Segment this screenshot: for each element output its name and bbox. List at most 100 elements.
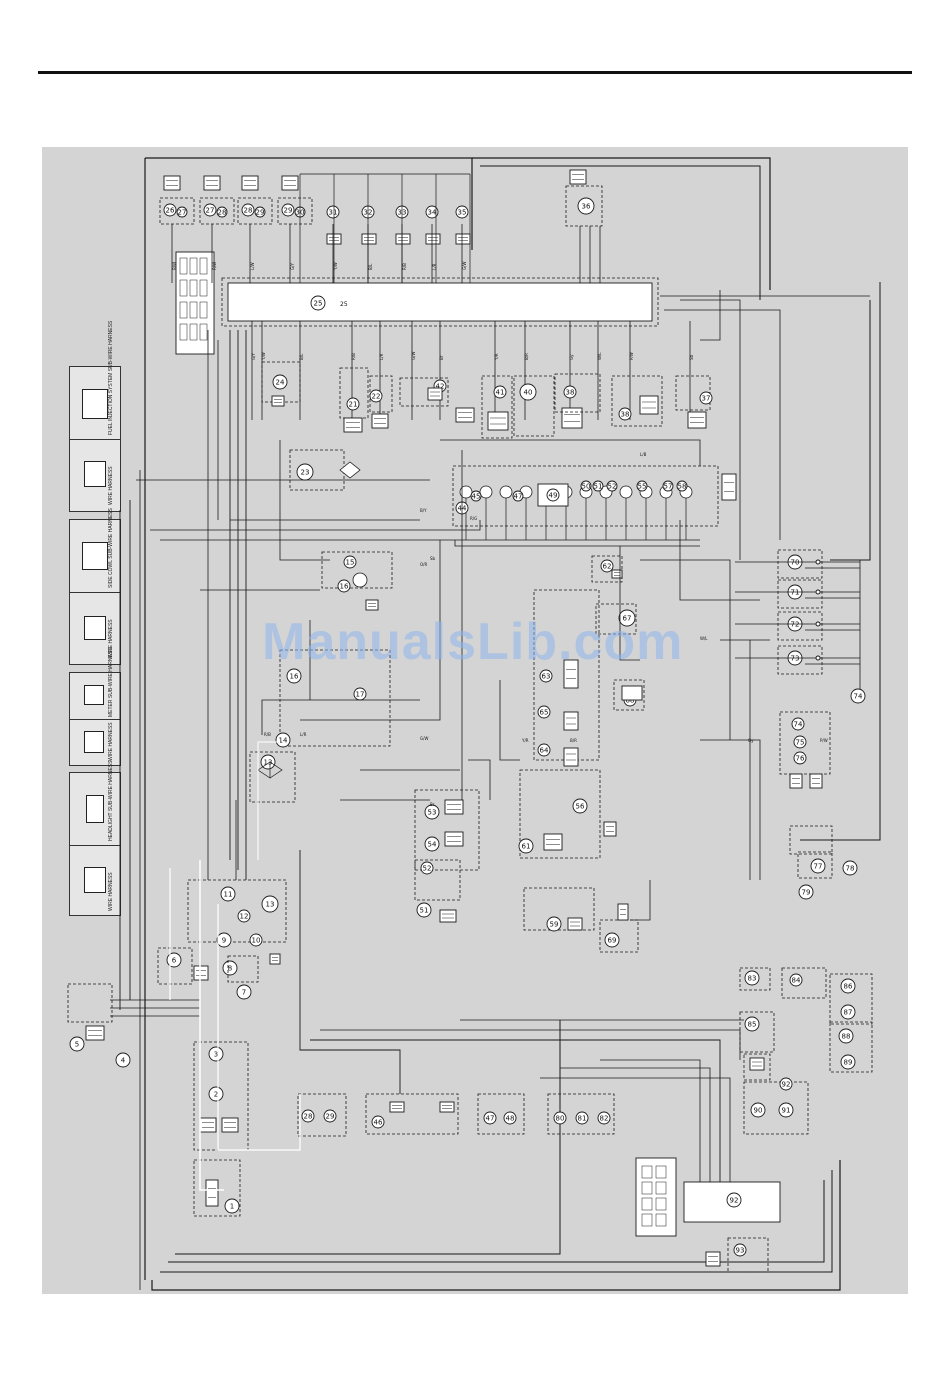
component-number-label: 23 bbox=[301, 469, 310, 477]
connector-icon bbox=[444, 799, 464, 815]
wire bbox=[664, 309, 781, 540]
component-dashed-box bbox=[777, 611, 823, 641]
component-number-label: 27 bbox=[178, 209, 187, 217]
wire bbox=[679, 520, 760, 601]
wire-color-code: L/W bbox=[250, 262, 255, 270]
component-number-circle bbox=[323, 1109, 337, 1123]
component-number-circle bbox=[203, 203, 217, 217]
wire bbox=[261, 699, 420, 735]
wire-color-code: B/L bbox=[368, 263, 373, 270]
ecu-connector-pin bbox=[179, 301, 188, 319]
component-number-label: 76 bbox=[796, 755, 805, 763]
component-number-label: 24 bbox=[276, 379, 285, 387]
component-number-label: 42 bbox=[436, 383, 445, 391]
wire bbox=[619, 546, 640, 661]
component-number-label: 41 bbox=[496, 389, 505, 397]
connector-icon bbox=[563, 711, 579, 731]
component-number-label: 51 bbox=[594, 483, 603, 491]
connector-icon bbox=[543, 833, 563, 851]
component-number-label: 84 bbox=[792, 977, 801, 985]
component-number-circle bbox=[798, 884, 814, 900]
wire bbox=[175, 1020, 561, 1255]
component-number-circle bbox=[793, 735, 807, 749]
connector-icon bbox=[203, 175, 221, 191]
wire-color-code: R/W bbox=[212, 262, 217, 270]
wire bbox=[150, 520, 481, 531]
wire bbox=[160, 1170, 833, 1273]
component-number-label: 87 bbox=[844, 1009, 853, 1017]
connector-icon bbox=[789, 773, 803, 789]
legend-divider bbox=[70, 592, 120, 593]
wire-color-code: Y/R bbox=[521, 738, 529, 743]
component-number-circle bbox=[503, 1111, 517, 1125]
wire bbox=[640, 559, 731, 740]
wire bbox=[310, 1039, 721, 1182]
wire-color-code: O/R bbox=[420, 562, 427, 567]
component-number-circle bbox=[519, 383, 537, 401]
component-number-circle bbox=[163, 203, 177, 217]
wire bbox=[800, 282, 881, 841]
wire-color-code: B/R bbox=[524, 353, 529, 360]
component-number-circle bbox=[744, 1016, 760, 1032]
component-number-label: 50 bbox=[582, 483, 591, 491]
component-dashed-box bbox=[399, 377, 449, 407]
component-dashed-box bbox=[237, 197, 273, 225]
component-number-circle bbox=[840, 1004, 856, 1020]
component-number-circle bbox=[840, 1054, 856, 1070]
diagnostic-pin bbox=[655, 1165, 667, 1179]
component-number-circle bbox=[518, 838, 534, 854]
component-number-label: 26 bbox=[166, 207, 175, 215]
connector-icon bbox=[84, 867, 106, 893]
wire-color-code: P/W bbox=[629, 352, 634, 360]
connector-icon bbox=[749, 1057, 765, 1071]
wire-color-code: L/R bbox=[379, 353, 384, 360]
wire-color-code: R/G bbox=[470, 516, 477, 521]
wire bbox=[217, 904, 301, 1151]
component-number-circle bbox=[208, 1046, 224, 1062]
connector-icon bbox=[444, 831, 464, 847]
wire bbox=[168, 1180, 825, 1263]
component-number-label: 70 bbox=[791, 559, 800, 567]
connector-icon bbox=[439, 909, 457, 923]
connector-icon bbox=[455, 407, 475, 423]
component-dashed-box bbox=[339, 367, 369, 419]
fuse-terminal bbox=[499, 485, 513, 499]
component-number-circle bbox=[237, 909, 251, 923]
component-number-label: 22 bbox=[372, 393, 381, 401]
component-number-circle bbox=[346, 397, 360, 411]
component-number-label: 40 bbox=[524, 389, 533, 397]
connector-icon bbox=[205, 1179, 219, 1207]
component-number-circle bbox=[261, 895, 279, 913]
wire bbox=[540, 1077, 731, 1182]
wire bbox=[299, 850, 401, 1094]
component-number-label: 15 bbox=[346, 559, 355, 567]
component-dashed-box bbox=[477, 1093, 525, 1135]
wire bbox=[320, 1029, 741, 1060]
component-number-circle bbox=[424, 836, 440, 852]
component-number-label: 38 bbox=[621, 411, 630, 419]
component-number-circle bbox=[493, 385, 507, 399]
component-dashed-box bbox=[743, 1053, 771, 1081]
component-number-label: 4 bbox=[121, 1057, 126, 1065]
component-number-circle bbox=[600, 559, 614, 573]
component-dashed-box bbox=[227, 955, 259, 983]
connector-icon bbox=[365, 599, 379, 611]
component-dashed-box bbox=[67, 983, 113, 1023]
component-number-label: 45 bbox=[472, 493, 481, 501]
connector-icon bbox=[425, 233, 441, 245]
connector-icon bbox=[241, 175, 259, 191]
component-number-circle bbox=[369, 389, 383, 403]
diagnostic-pin bbox=[655, 1181, 667, 1195]
diode-icon bbox=[257, 761, 283, 779]
component-number-label: 21 bbox=[349, 401, 358, 409]
wire bbox=[680, 299, 741, 560]
component-number-circle bbox=[254, 206, 266, 218]
component-number-circle bbox=[575, 1111, 589, 1125]
component-number-circle bbox=[455, 205, 469, 219]
wire bbox=[472, 157, 771, 290]
connector-icon bbox=[809, 773, 823, 789]
component-number-label: 92 bbox=[782, 1081, 791, 1089]
connector-icon bbox=[199, 1117, 217, 1133]
component-number-circle bbox=[842, 860, 858, 876]
component-number-circle bbox=[553, 1111, 567, 1125]
